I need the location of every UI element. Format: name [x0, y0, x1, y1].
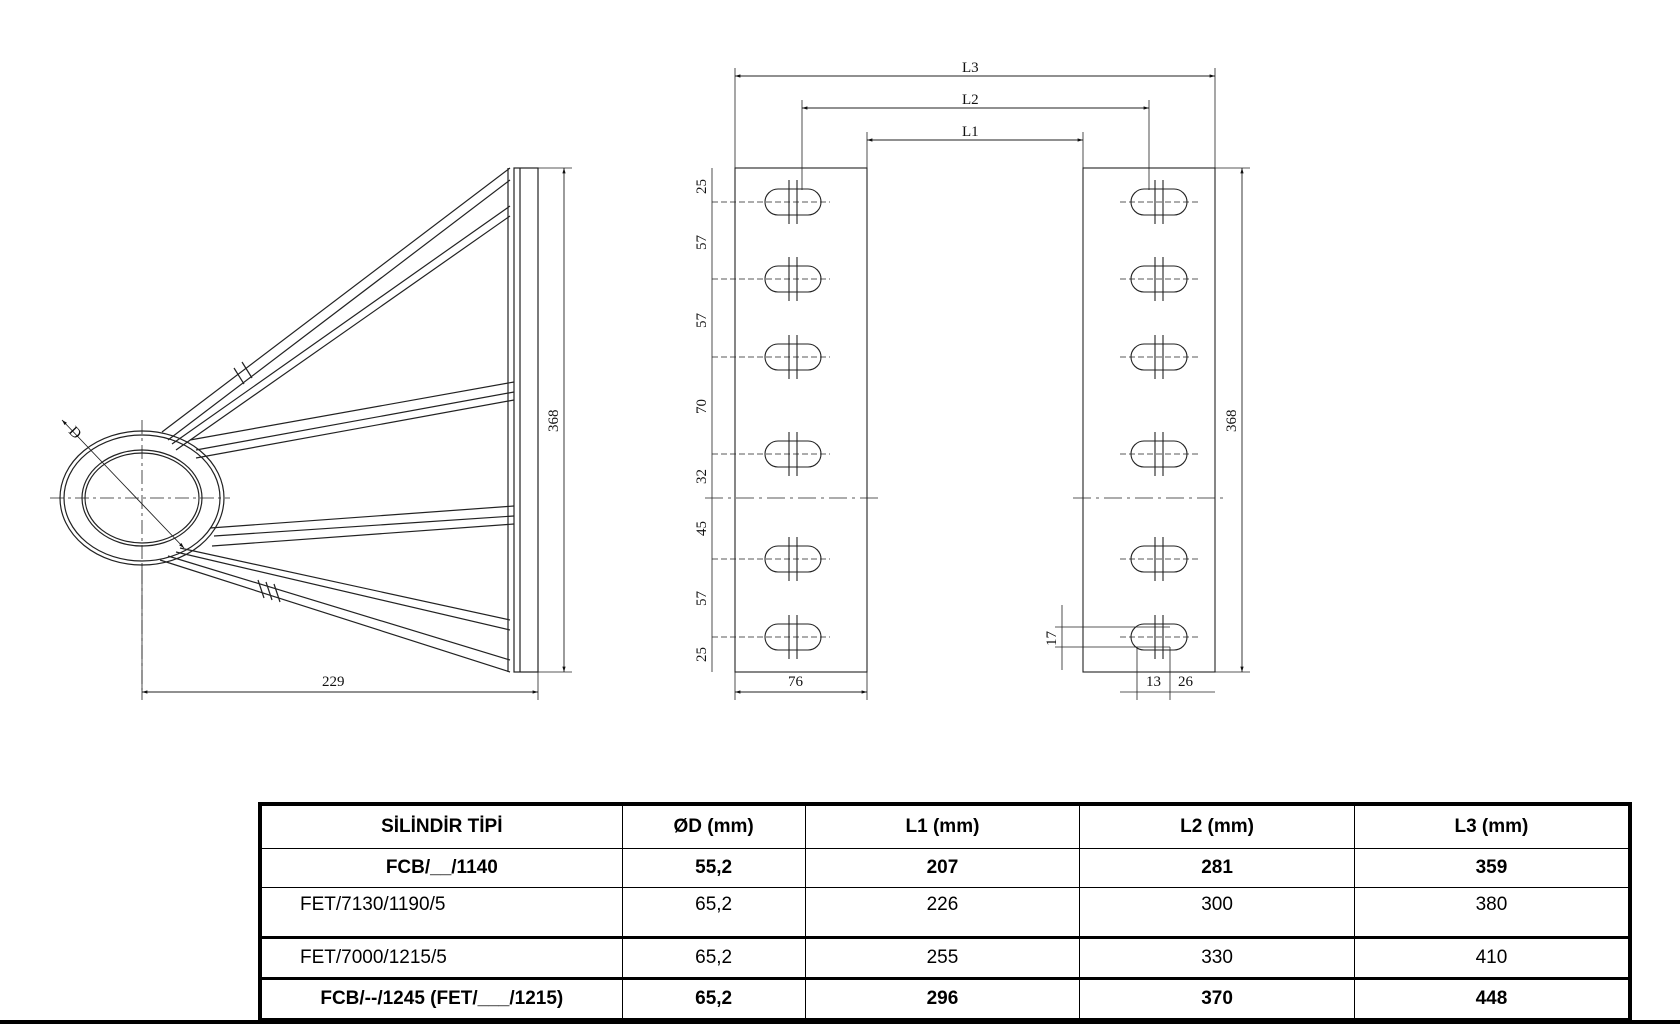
table-row: FCB/__/1140 55,2 207 281 359 — [259, 848, 1631, 888]
side-height-label: 368 — [546, 410, 562, 433]
cell-l1: 296 — [804, 977, 1081, 1021]
slot-hole — [712, 335, 830, 379]
column-header: ØD (mm) — [621, 803, 806, 849]
cell-diameter: 55,2 — [621, 848, 806, 888]
cell-type: FCB/--/1245 (FET/___/1215) — [259, 977, 623, 1021]
side-view — [50, 167, 572, 700]
table-header-row: SİLİNDİR TİPİ ØD (mm) L1 (mm) L2 (mm) L3… — [259, 803, 1631, 849]
slot-hole — [1120, 180, 1200, 224]
table-row: FET/7000/1215/5 65,2 255 330 410 — [259, 936, 1631, 979]
right-plate-holes — [1120, 180, 1200, 659]
back-plate — [513, 167, 539, 673]
cell-diameter: 65,2 — [621, 887, 806, 938]
cell-l2: 330 — [1079, 936, 1355, 979]
cell-l1: 226 — [804, 887, 1081, 938]
table-row: FCB/--/1245 (FET/___/1215) 65,2 296 370 … — [259, 977, 1631, 1021]
cell-l2: 370 — [1079, 977, 1355, 1021]
pitch-label: 57 — [694, 313, 710, 329]
table-row: FET/7130/1190/5 65,2 226 300 380 — [259, 887, 1631, 938]
cylinder-spec-table: SİLİNDİR TİPİ ØD (mm) L1 (mm) L2 (mm) L3… — [258, 802, 1632, 1022]
pitch-label: 25 — [694, 647, 710, 662]
column-header: L2 (mm) — [1079, 803, 1355, 849]
pitch-label: 45 — [694, 521, 710, 536]
right-plate — [1082, 167, 1216, 673]
cell-l1: 255 — [804, 936, 1081, 979]
edge-label: 13 — [1146, 674, 1161, 690]
front-height-label: 368 — [1224, 410, 1240, 433]
pitch-label: 57 — [694, 235, 710, 251]
side-width-label: 229 — [322, 674, 345, 690]
left-plate-holes — [712, 180, 830, 659]
cell-l2: 300 — [1079, 887, 1355, 938]
l2-label: L2 — [962, 92, 979, 108]
slot-hole — [712, 432, 830, 476]
cell-type: FCB/__/1140 — [259, 848, 623, 888]
cell-l2: 281 — [1079, 848, 1355, 888]
bottom-rule — [0, 1020, 1680, 1024]
slot-hole — [1120, 432, 1200, 476]
cell-diameter: 65,2 — [621, 936, 806, 979]
plate-width-label: 76 — [788, 674, 804, 690]
cell-l3: 410 — [1353, 936, 1631, 979]
slot-hole — [712, 537, 830, 581]
pitch-label: 32 — [694, 469, 710, 484]
pitch-label: 70 — [694, 399, 710, 414]
edge-label: 26 — [1178, 674, 1194, 690]
slot-hole — [1120, 257, 1200, 301]
slot-hole — [712, 615, 830, 659]
slot-hole — [1120, 615, 1200, 659]
pitch-label: 57 — [694, 591, 710, 607]
l3-label: L3 — [962, 60, 979, 76]
slot-hole — [712, 257, 830, 301]
slot-height-label: 17 — [1044, 631, 1060, 647]
left-plate — [734, 167, 868, 673]
cell-type: FET/7130/1190/5 — [259, 887, 623, 938]
cell-type: FET/7000/1215/5 — [259, 936, 623, 979]
cell-l3: 448 — [1353, 977, 1631, 1021]
cell-l3: 380 — [1353, 887, 1631, 938]
cell-l1: 207 — [804, 848, 1081, 888]
slot-hole — [1120, 335, 1200, 379]
slot-hole — [1120, 537, 1200, 581]
front-view — [705, 68, 1250, 700]
slot-hole — [712, 180, 830, 224]
column-header: SİLİNDİR TİPİ — [259, 803, 623, 849]
cell-diameter: 65,2 — [621, 977, 806, 1021]
column-header: L1 (mm) — [804, 803, 1081, 849]
cell-l3: 359 — [1353, 848, 1631, 888]
column-header: L3 (mm) — [1353, 803, 1631, 849]
pitch-label: 25 — [694, 179, 710, 194]
l1-label: L1 — [962, 124, 979, 140]
